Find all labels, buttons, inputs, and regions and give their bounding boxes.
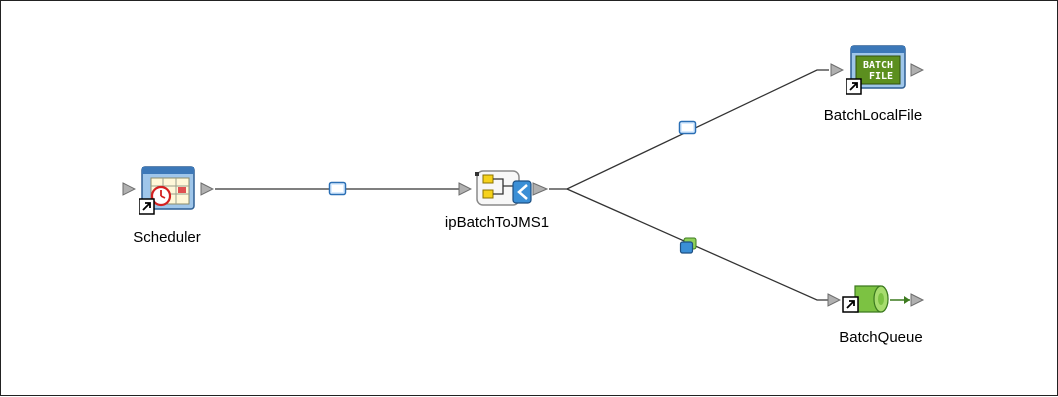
- input-port-icon[interactable]: [122, 182, 136, 196]
- output-port-icon[interactable]: [532, 182, 548, 196]
- message-link-icon[interactable]: [328, 181, 348, 197]
- batch-file-icon-text-2: FILE: [869, 71, 893, 82]
- batch-queue-label: BatchQueue: [839, 329, 923, 346]
- queue-cylinder-icon: [842, 285, 889, 313]
- batch-file-node[interactable]: BATCH FILE: [845, 45, 908, 102]
- process-node[interactable]: [473, 169, 535, 214]
- wire-process-to-queue: [566, 188, 829, 301]
- process-flow-icon: [475, 170, 532, 206]
- batch-file-label: BatchLocalFile: [823, 107, 923, 124]
- message-link-icon[interactable]: [678, 120, 698, 136]
- output-port-icon[interactable]: [200, 182, 214, 196]
- input-port-icon[interactable]: [458, 182, 472, 196]
- batch-queue-node[interactable]: [841, 283, 895, 322]
- input-port-icon[interactable]: [827, 293, 841, 307]
- queue-link-icon[interactable]: [679, 237, 699, 255]
- scheduler-label: Scheduler: [133, 229, 201, 246]
- queue-output-arrow-icon[interactable]: [890, 293, 926, 307]
- input-port-icon[interactable]: [830, 63, 844, 77]
- batch-file-icon-text-1: BATCH: [863, 60, 893, 71]
- batch-file-icon: BATCH FILE: [845, 45, 906, 95]
- process-label: ipBatchToJMS1: [444, 214, 550, 231]
- scheduler-node[interactable]: [138, 166, 197, 221]
- output-port-icon[interactable]: [910, 63, 924, 77]
- scheduler-clock-icon: [138, 166, 195, 215]
